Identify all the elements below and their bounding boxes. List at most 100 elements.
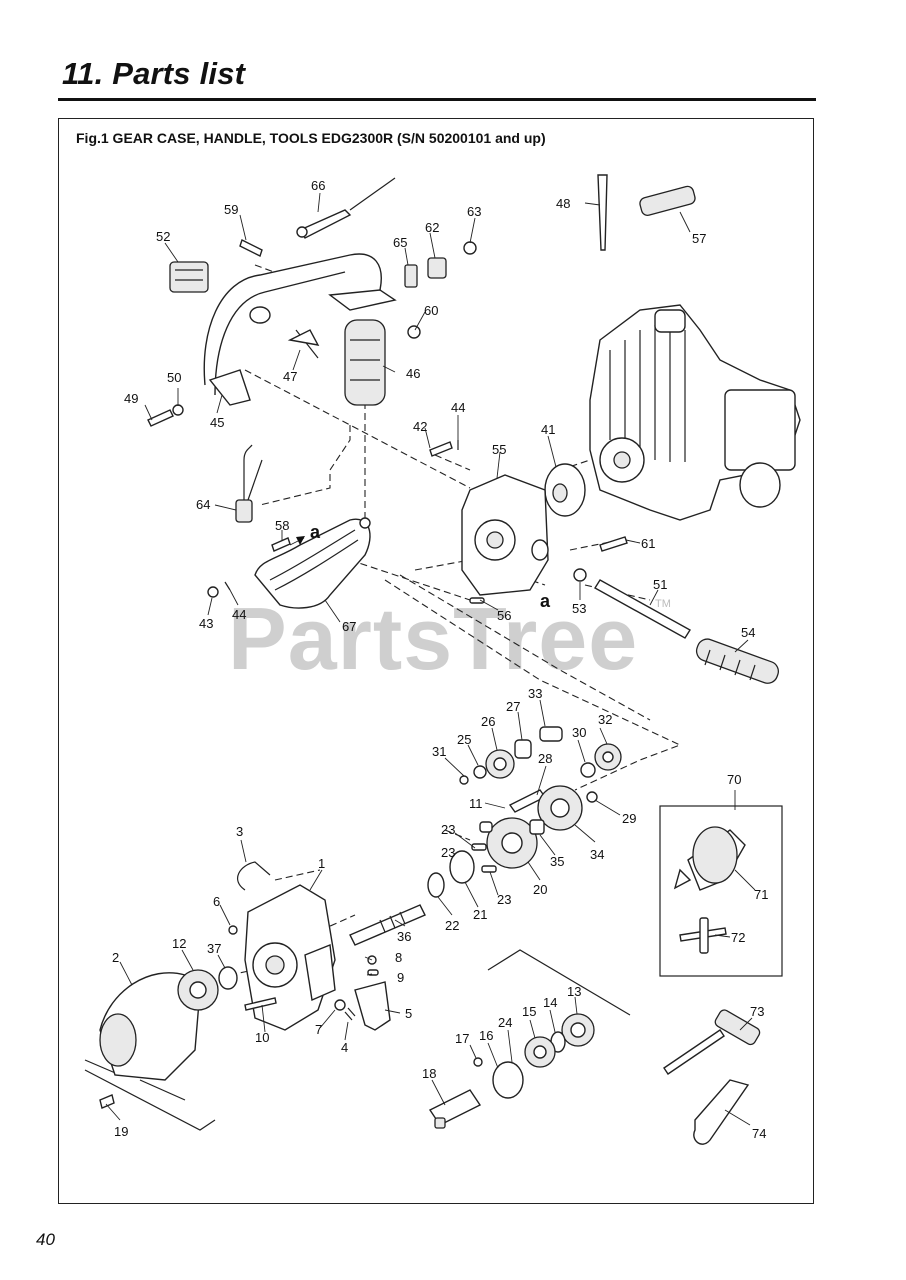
- tool-wrench-icon: [663, 1009, 761, 1145]
- callout: 49: [124, 391, 138, 406]
- callout: 32: [598, 712, 612, 727]
- callout: 2: [112, 950, 119, 965]
- shield-guard: [254, 517, 371, 609]
- callout: 10: [255, 1030, 269, 1045]
- callout: 41: [541, 422, 555, 437]
- callout: 72: [731, 930, 745, 945]
- callout: 31: [432, 744, 446, 759]
- callout: 71: [754, 887, 768, 902]
- callout: 64: [196, 497, 210, 512]
- callout: 6: [213, 894, 220, 909]
- callout: 58: [275, 518, 289, 533]
- callout: 14: [543, 995, 557, 1010]
- callout: 34: [590, 847, 604, 862]
- callout: 12: [172, 936, 186, 951]
- callout: 11: [469, 796, 483, 811]
- callout: 17: [455, 1031, 469, 1046]
- callout: 1: [318, 856, 325, 871]
- callout: 5: [405, 1006, 412, 1021]
- callout: 29: [622, 811, 636, 826]
- connector: [235, 444, 263, 523]
- reference-mark-a-upper: a: [310, 522, 321, 542]
- page-number: 40: [36, 1230, 55, 1249]
- fasteners: [147, 239, 628, 604]
- gear-case-housing: [461, 474, 549, 596]
- chuck-kit-box: [659, 805, 783, 977]
- blade-cover: [99, 972, 201, 1081]
- callout: 67: [342, 619, 356, 634]
- callout: 15: [522, 1004, 536, 1019]
- callout: 66: [311, 178, 325, 193]
- lower-gear-case: [244, 884, 336, 1031]
- callout: 44: [232, 607, 246, 622]
- callout: 73: [750, 1004, 764, 1019]
- callout: 59: [224, 202, 238, 217]
- callout: 7: [315, 1022, 322, 1037]
- section-title: 11. Parts list: [62, 56, 246, 91]
- callout: 37: [207, 941, 221, 956]
- callout: 33: [528, 686, 542, 701]
- callout: 55: [492, 442, 506, 457]
- callout: 22: [445, 918, 459, 933]
- chuck-icon: [673, 826, 746, 891]
- callout: 47: [283, 369, 297, 384]
- callout: 23: [497, 892, 511, 907]
- callout: 50: [167, 370, 181, 385]
- spindle: [349, 904, 426, 946]
- callout: 35: [550, 854, 564, 869]
- callout: 4: [341, 1040, 348, 1055]
- callout: 70: [727, 772, 741, 787]
- callout: 52: [156, 229, 170, 244]
- callout: 48: [556, 196, 570, 211]
- callout: 36: [397, 929, 411, 944]
- callout: 42: [413, 419, 427, 434]
- title-rule: [58, 98, 816, 101]
- callout: 27: [506, 699, 520, 714]
- callout: 56: [497, 608, 511, 623]
- callout: 21: [473, 907, 487, 922]
- assembly-guide-lines: [229, 264, 682, 976]
- callout: 54: [741, 625, 755, 640]
- callout: 57: [692, 231, 706, 246]
- throttle-cable: [296, 177, 396, 239]
- callout: 63: [467, 204, 481, 219]
- callout: 24: [498, 1015, 512, 1030]
- callout: 28: [538, 751, 552, 766]
- callout: 61: [641, 536, 655, 551]
- rod: [597, 174, 608, 251]
- callout: 16: [479, 1028, 493, 1043]
- callout: 25: [457, 732, 471, 747]
- callout: 8: [395, 950, 402, 965]
- callout: 20: [533, 882, 547, 897]
- chuck-key: [679, 917, 727, 954]
- callout: 13: [567, 984, 581, 999]
- bevel-gear: [177, 966, 238, 1011]
- reference-mark-a-lower: a: [540, 591, 551, 611]
- callout: 23: [441, 822, 455, 837]
- callout-labels: 1 2 3 4 5 6 7 8 9 10 11 12 13 14 15 16 1…: [112, 178, 768, 1141]
- callout: 23: [441, 845, 455, 860]
- bearing-icon: [99, 1013, 595, 1129]
- figure-caption: Fig.1 GEAR CASE, HANDLE, TOOLS EDG2300R …: [76, 130, 546, 146]
- callout: 74: [752, 1126, 766, 1141]
- callout: 26: [481, 714, 495, 729]
- callout: 46: [406, 366, 420, 381]
- callout: 3: [236, 824, 243, 839]
- gear-icon: [427, 726, 622, 898]
- knob: [639, 185, 696, 216]
- switch: [169, 261, 209, 293]
- clutch-drum: [544, 463, 586, 517]
- callout: 45: [210, 415, 224, 430]
- callout: 60: [424, 303, 438, 318]
- callout: 30: [572, 725, 586, 740]
- callout: 51: [653, 577, 667, 592]
- callout: 43: [199, 616, 213, 631]
- handle-icon: [203, 253, 397, 406]
- shaft-icon: [594, 579, 691, 639]
- reference-arrowhead: [296, 536, 305, 545]
- rear-grip: [695, 638, 780, 684]
- leader-lines: [105, 192, 756, 1126]
- callout: 53: [572, 601, 586, 616]
- figure-frame: [58, 118, 814, 1204]
